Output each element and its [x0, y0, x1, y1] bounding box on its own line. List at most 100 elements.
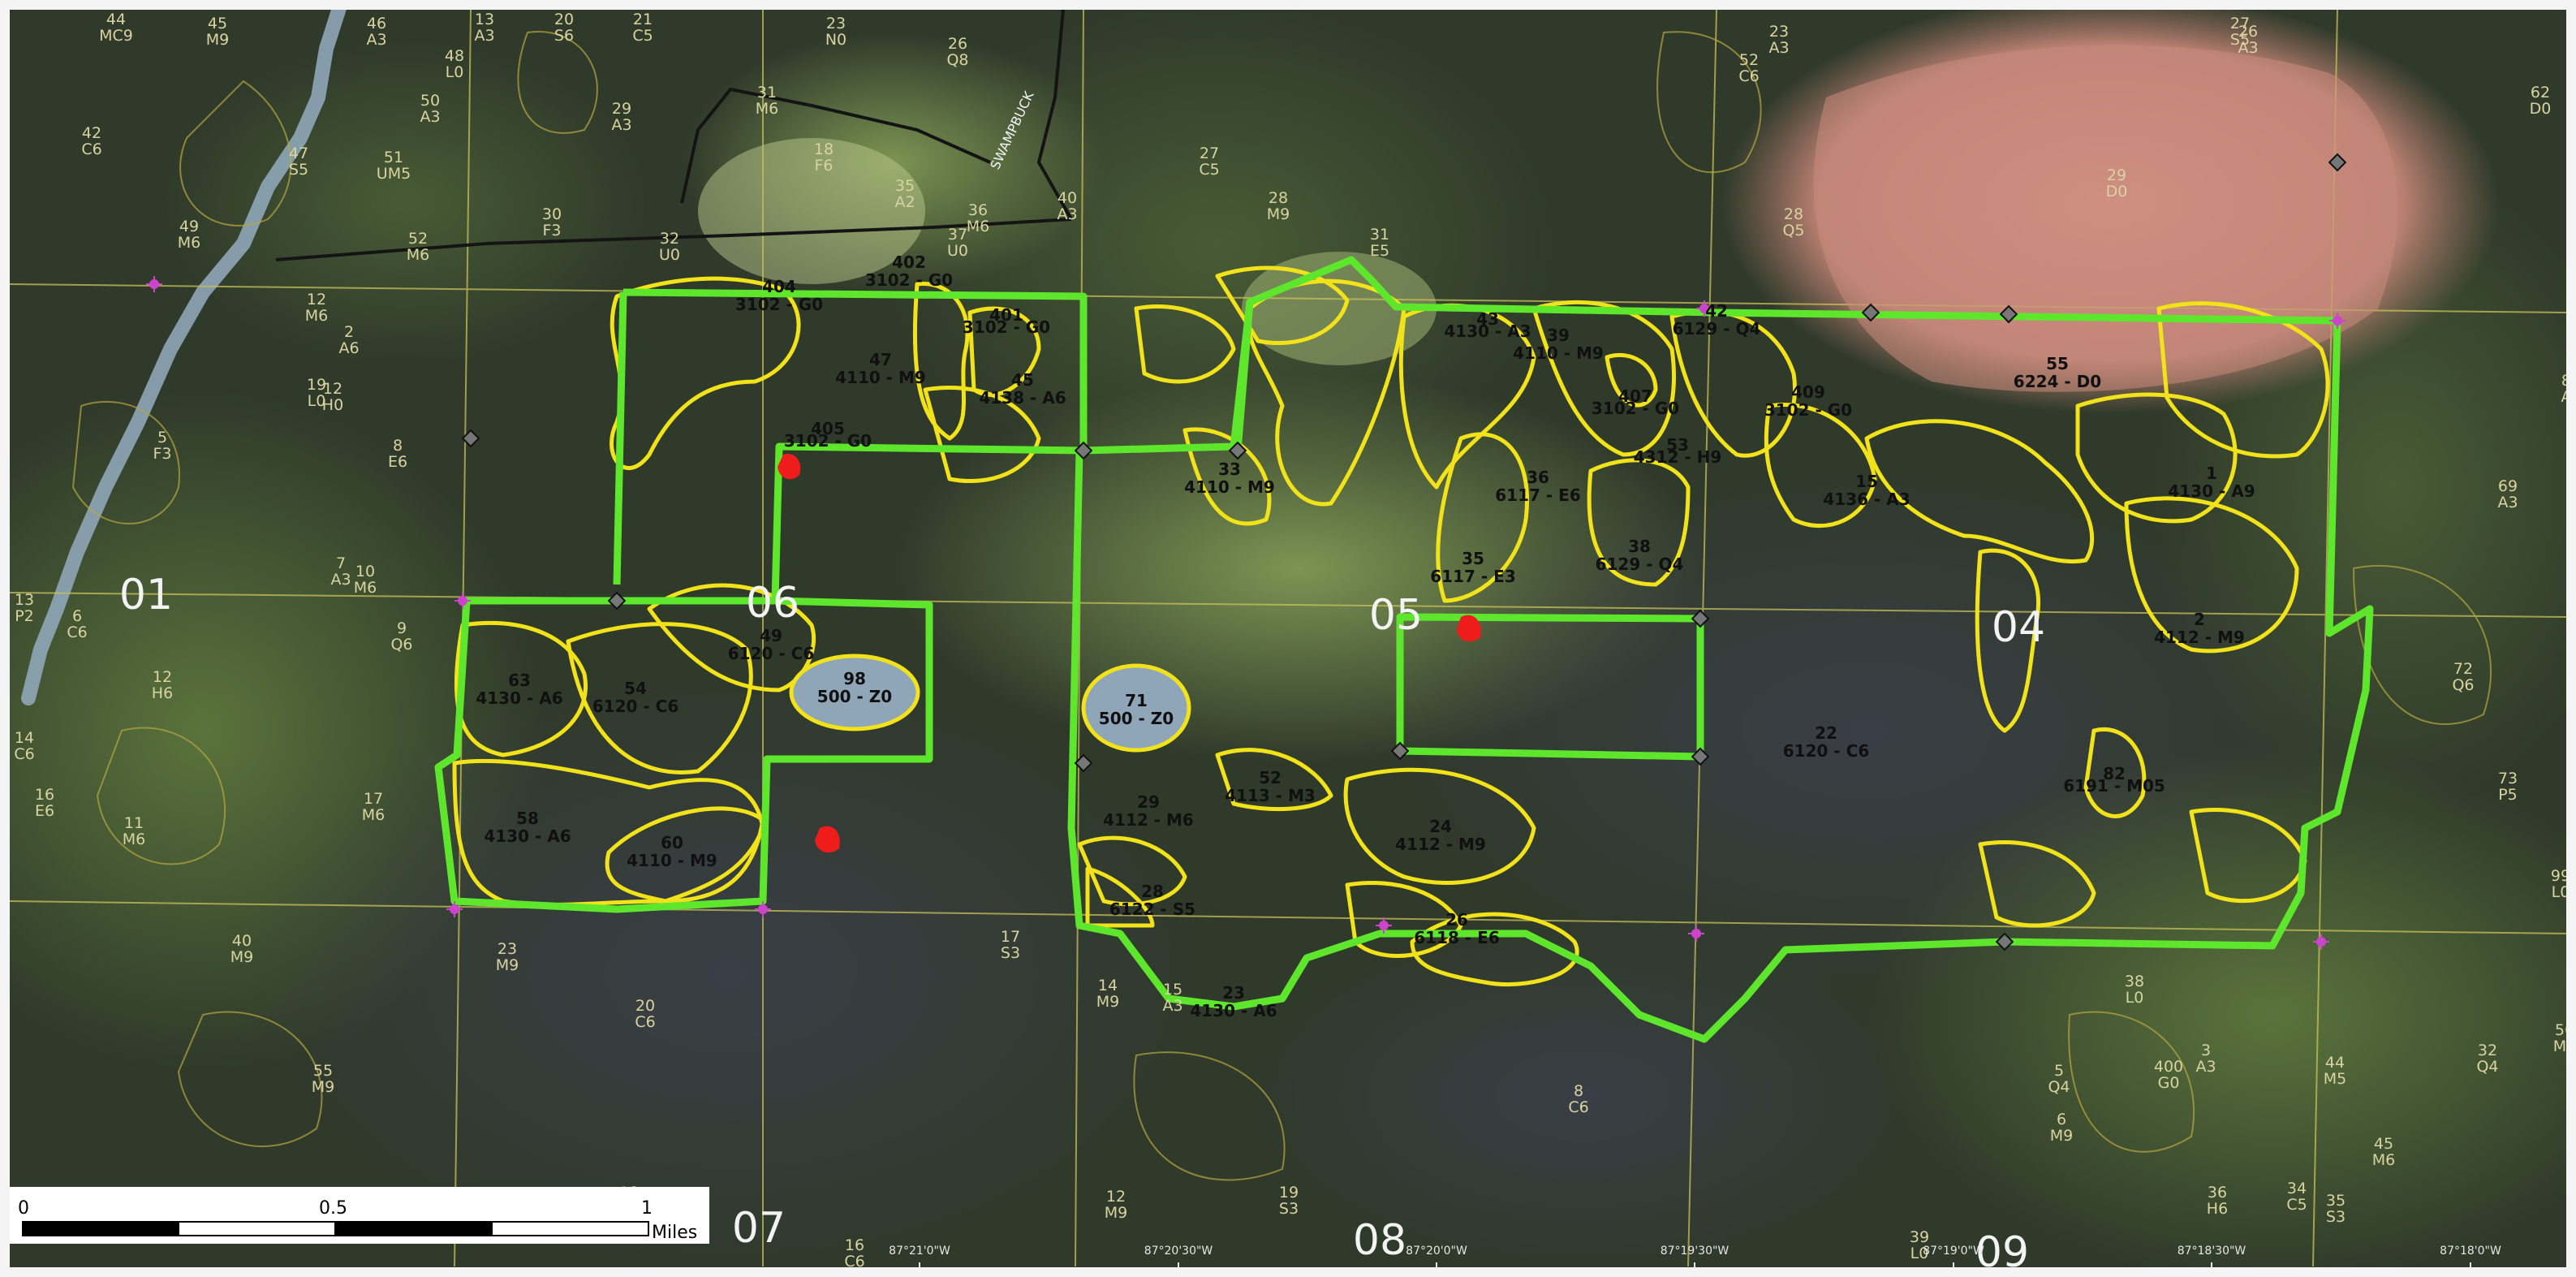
diamond-icon — [607, 591, 627, 610]
coordinate-tick-label: 87°21'0"W — [889, 1245, 950, 1258]
red-blob-icon — [778, 454, 801, 480]
diamond-icon — [1390, 741, 1410, 761]
crosshair-icon — [454, 593, 471, 609]
coordinate-tick-label: 87°20'30"W — [1144, 1245, 1213, 1258]
diamond-icon — [1074, 753, 1093, 773]
stand-outlines — [452, 265, 2330, 986]
coordinate-tick-label: 87°19'0"W — [1923, 1245, 1984, 1258]
scale-unit-label: Miles — [652, 1223, 697, 1243]
coordinate-tick-label: 87°19'30"W — [1661, 1245, 1730, 1258]
crosshair-icon — [1696, 300, 1712, 317]
red-blob-icon — [815, 826, 840, 853]
crosshair-icon — [446, 901, 463, 917]
crosshair-icon — [146, 276, 162, 292]
diamond-icon — [2328, 153, 2347, 172]
diamond-icon — [1691, 609, 1710, 628]
scale-tick-label: 0 — [18, 1198, 29, 1219]
section-label: 04 — [1992, 603, 2045, 652]
scale-bar: 0 0.5 1 Miles — [10, 1187, 709, 1244]
dim-stand-outlines — [71, 31, 2492, 1181]
section-label: 01 — [119, 571, 173, 619]
pink-field-edge — [1813, 45, 2398, 392]
diamond-icon — [1999, 304, 2018, 324]
crosshair-icon — [755, 901, 771, 917]
crosshair-icon — [2313, 934, 2329, 950]
scale-tick-label: 1 — [641, 1198, 653, 1219]
section-label: 05 — [1369, 591, 1423, 640]
section-label: 08 — [1353, 1216, 1406, 1265]
crosshair-icon — [2329, 313, 2346, 329]
red-blob-icon — [1457, 615, 1481, 642]
